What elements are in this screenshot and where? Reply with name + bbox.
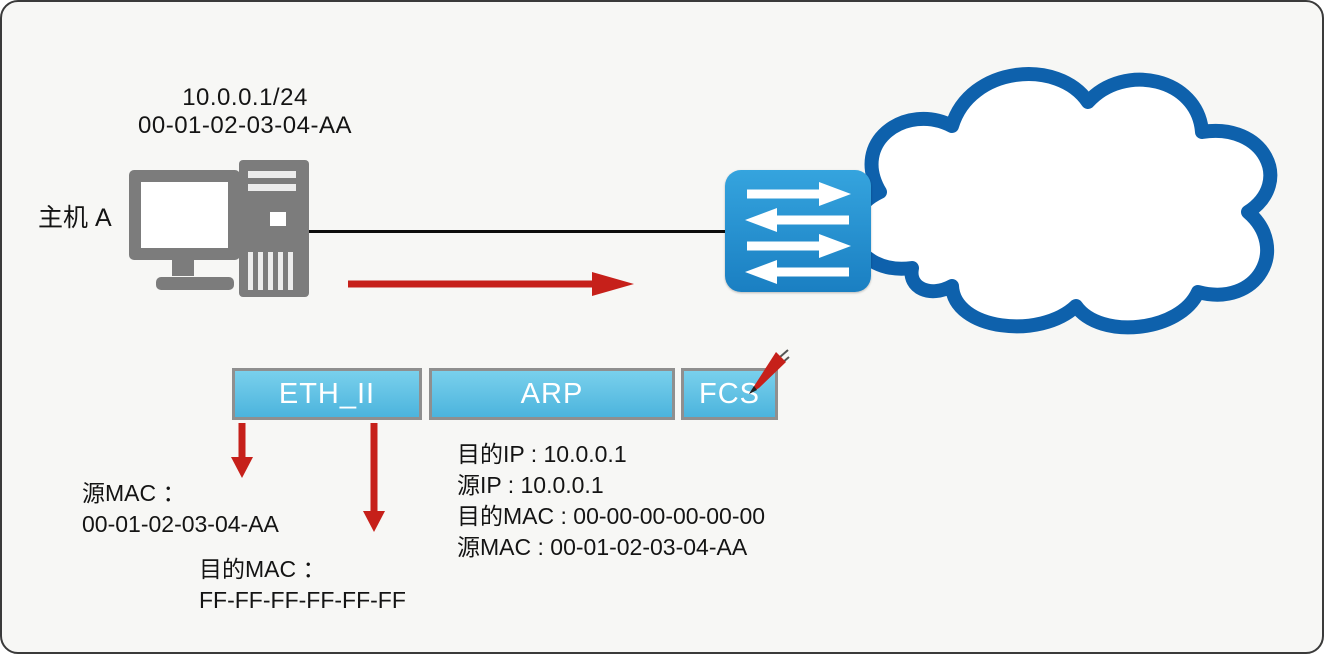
frame-field-eth-ii: ETH_II	[232, 368, 422, 420]
dst-mac-annotation-label: 目的MAC ：	[199, 556, 326, 582]
src-mac-pointer-arrow	[231, 423, 253, 478]
dst-mac-annotation: 目的MAC ： FF-FF-FF-FF-FF-FF	[199, 554, 406, 616]
frame-field-fcs: FCS	[681, 368, 778, 420]
frame-field-arp-label: ARP	[520, 377, 584, 410]
dst-mac-annotation-value: FF-FF-FF-FF-FF-FF	[199, 587, 406, 613]
arp-src-ip-line: 源IP : 10.0.0.1	[457, 472, 604, 498]
network-cloud-icon	[845, 67, 1278, 335]
arp-dst-ip-line: 目的IP : 10.0.0.1	[457, 441, 627, 467]
pen-icon	[749, 349, 790, 394]
dst-mac-pointer-arrow	[363, 423, 385, 532]
switch-arrows-icon	[745, 182, 851, 284]
frame-field-arp: ARP	[429, 368, 675, 420]
host-name-label: 主机 A	[38, 204, 112, 232]
frame-field-fcs-label: FCS	[699, 377, 760, 410]
ethernet-link-line	[302, 230, 732, 233]
host-ip-label: 10.0.0.1/24	[182, 84, 308, 111]
arp-details: 目的IP : 10.0.0.1 源IP : 10.0.0.1 目的MAC : 0…	[457, 439, 765, 563]
lan-switch-icon	[725, 170, 871, 292]
src-mac-annotation-value: 00-01-02-03-04-AA	[82, 511, 279, 537]
host-mac-label: 00-01-02-03-04-AA	[138, 112, 352, 139]
arp-src-mac-line: 源MAC : 00-01-02-03-04-AA	[457, 534, 748, 560]
host-computer-icon	[129, 160, 309, 297]
src-mac-annotation: 源MAC ： 00-01-02-03-04-AA	[82, 478, 279, 540]
frame-flow-arrow	[348, 272, 634, 296]
src-mac-annotation-label: 源MAC ：	[82, 480, 186, 506]
arp-dst-mac-line: 目的MAC : 00-00-00-00-00-00	[457, 503, 766, 529]
frame-field-eth-ii-label: ETH_II	[278, 377, 376, 410]
